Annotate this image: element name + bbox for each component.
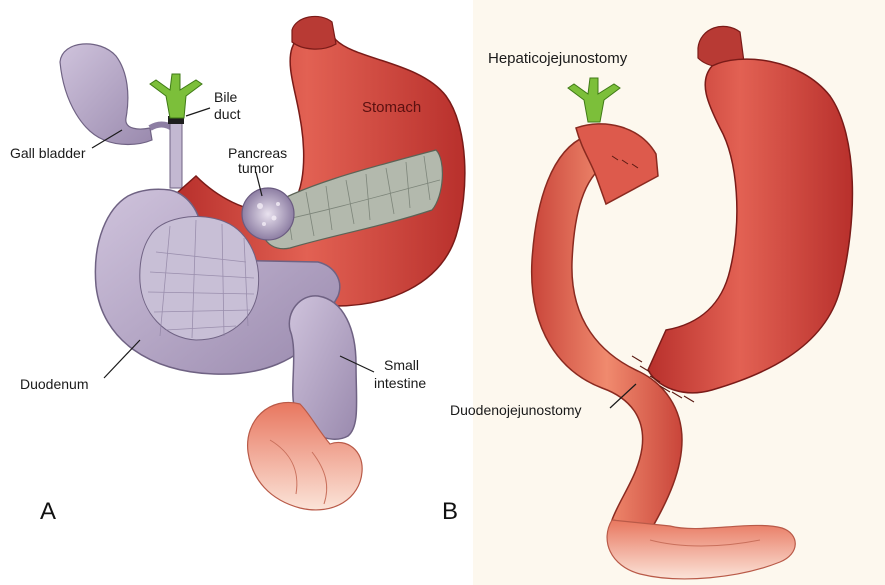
panel-a-drawing	[60, 16, 465, 509]
stomach-b	[648, 59, 852, 393]
bile-duct-green	[150, 74, 202, 118]
label-bile-duct-1: Bile	[214, 90, 237, 105]
label-small-intestine-2: intestine	[374, 376, 426, 391]
panel-letter-a: A	[40, 498, 56, 526]
label-hepaticojejunostomy: Hepaticojejunostomy	[488, 50, 627, 67]
panel-b-drawing	[532, 26, 853, 579]
label-bile-duct-2: duct	[214, 107, 240, 122]
label-pancreas-2: tumor	[238, 161, 274, 176]
label-duodenum: Duodenum	[20, 377, 89, 392]
label-pancreas-1: Pancreas	[228, 146, 287, 161]
jejunum-tail-b	[607, 520, 795, 579]
common-bile-duct	[170, 120, 182, 188]
panel-letter-b: B	[442, 498, 458, 526]
esophagus	[292, 16, 336, 49]
label-duodenojejunostomy: Duodenojejunostomy	[450, 403, 582, 418]
pancreas-tumor	[242, 188, 294, 240]
label-stomach: Stomach	[362, 99, 421, 116]
label-gall-bladder: Gall bladder	[10, 146, 86, 161]
gall-bladder	[60, 44, 152, 145]
pancreas-head	[140, 217, 259, 340]
bile-duct-green-b	[568, 78, 620, 122]
label-small-intestine-1: Small	[384, 358, 419, 373]
